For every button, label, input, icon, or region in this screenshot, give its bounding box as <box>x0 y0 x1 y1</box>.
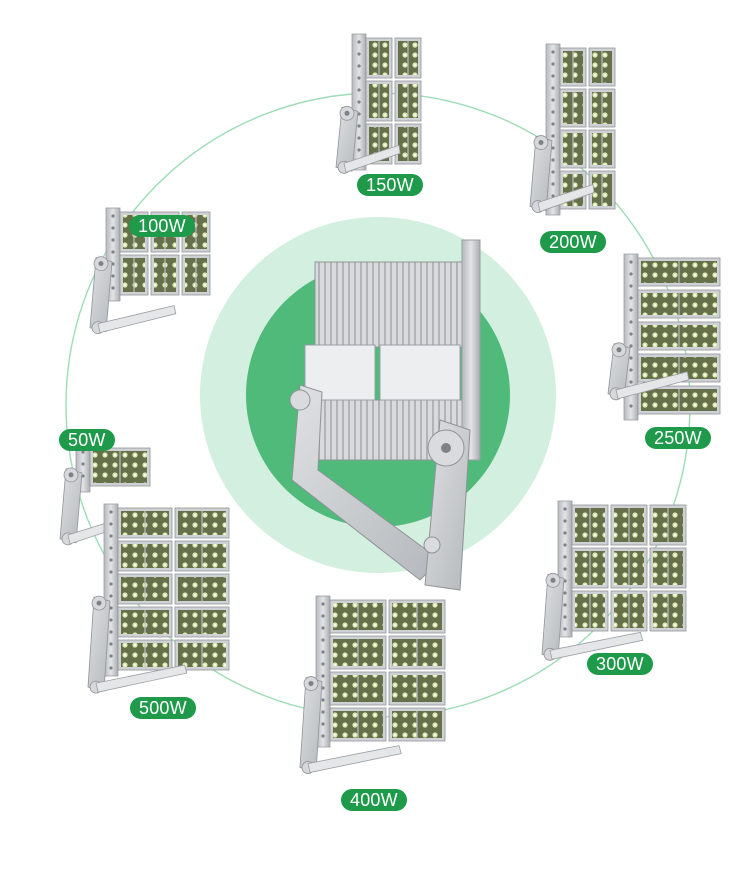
floodlight-50w <box>59 443 151 546</box>
badge-400w: 400W <box>341 789 407 811</box>
floodlight-200w <box>529 43 616 216</box>
badge-50w: 50W <box>59 429 115 451</box>
badge-250w: 250W <box>645 427 711 449</box>
badge-500w: 500W <box>130 697 196 719</box>
floodlight-400w <box>299 595 446 774</box>
floodlight-250w <box>607 253 721 421</box>
floodlight-100w <box>89 207 211 335</box>
badge-200w: 200W <box>540 231 606 253</box>
floodlight-500w <box>87 503 230 694</box>
floodlight-300w <box>541 500 687 661</box>
badge-150w: 150W <box>357 174 423 196</box>
badge-300w: 300W <box>587 653 653 675</box>
floodlight-150w <box>335 33 422 174</box>
floodlight-rear-view <box>289 239 481 591</box>
badge-100w: 100W <box>129 215 195 237</box>
